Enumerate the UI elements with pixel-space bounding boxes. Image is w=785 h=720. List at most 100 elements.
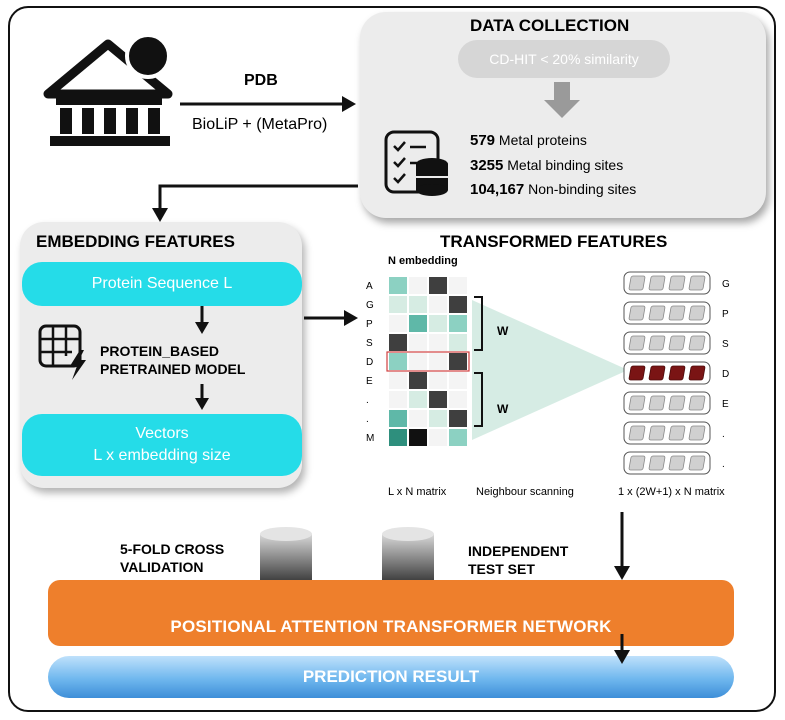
test-set-label: INDEPENDENT TEST SET	[468, 543, 569, 577]
matrix-cell	[409, 372, 427, 389]
output-cell	[628, 395, 646, 411]
output-cell	[688, 425, 706, 441]
output-row	[623, 331, 711, 355]
matrix-cell	[449, 334, 467, 351]
output-cell	[648, 425, 666, 441]
cv-label: 5-FOLD CROSS VALIDATION	[120, 541, 225, 575]
output-caption: 1 x (2W+1) x N matrix	[618, 486, 725, 498]
matrix-cell	[429, 315, 447, 332]
transformed-title: TRANSFORMED FEATURES	[440, 232, 668, 251]
row-label: E	[366, 376, 373, 387]
row-label: A	[366, 281, 373, 292]
output-cell	[628, 335, 646, 351]
output-row	[623, 421, 711, 445]
matrix-cell	[389, 410, 407, 427]
matrix-cell	[449, 277, 467, 294]
matrix-cell	[449, 372, 467, 389]
output-cell	[688, 455, 706, 471]
matrix-cell	[429, 391, 447, 408]
output-row-label: .	[722, 429, 725, 440]
output-cell	[648, 335, 666, 351]
scan-caption: Neighbour scanning	[476, 486, 574, 498]
output-cell	[668, 335, 686, 351]
window-label-bottom: W	[497, 402, 509, 416]
output-cell	[668, 455, 686, 471]
output-cell	[668, 305, 686, 321]
output-cell	[628, 365, 646, 381]
matrix-cell	[389, 353, 407, 370]
output-row-label: .	[722, 459, 725, 470]
output-row-label: S	[722, 339, 729, 350]
output-row-label: P	[722, 309, 729, 320]
row-label: S	[366, 338, 373, 349]
matrix-cell	[429, 372, 447, 389]
output-cell	[628, 305, 646, 321]
matrix-cell	[429, 410, 447, 427]
outer-frame	[8, 6, 776, 712]
matrix-cell	[449, 410, 467, 427]
output-row	[623, 391, 711, 415]
matrix-cell	[429, 277, 447, 294]
pdb-label: PDB	[244, 72, 278, 89]
output-cell	[628, 275, 646, 291]
output-cell	[668, 365, 686, 381]
output-cell	[668, 425, 686, 441]
output-row	[623, 301, 711, 325]
matrix-cell	[389, 296, 407, 313]
matrix-cell	[389, 391, 407, 408]
matrix-cell	[409, 353, 427, 370]
matrix-cell	[409, 391, 427, 408]
output-cell	[648, 275, 666, 291]
cdhit-filter-pill: CD-HIT < 20% similarity	[458, 40, 670, 78]
matrix-cell	[429, 296, 447, 313]
matrix-caption: L x N matrix	[388, 486, 447, 498]
output-cell	[668, 395, 686, 411]
biolip-label: BioLiP + (MetaPro)	[192, 116, 328, 133]
matrix-cell	[409, 429, 427, 446]
embedding-title: EMBEDDING FEATURES	[36, 232, 235, 251]
row-label: P	[366, 319, 373, 330]
row-label: D	[366, 357, 373, 368]
matrix-cell	[449, 296, 467, 313]
matrix-cell	[449, 391, 467, 408]
row-label: G	[366, 300, 374, 311]
matrix-cell	[449, 353, 467, 370]
pretrained-model-label: PROTEIN_BASED PRETRAINED MODEL	[100, 343, 246, 377]
stat-binding-sites: 3255 Metal binding sites	[470, 157, 624, 174]
matrix-cell	[409, 334, 427, 351]
output-cell	[668, 275, 686, 291]
matrix-cell	[389, 372, 407, 389]
stat-metal-proteins: 579 Metal proteins	[470, 132, 587, 149]
window-bracket	[474, 372, 483, 427]
matrix-cell	[449, 429, 467, 446]
matrix-cell	[409, 410, 427, 427]
matrix-cell	[409, 277, 427, 294]
center-row-highlight	[386, 351, 470, 372]
output-cell	[688, 395, 706, 411]
output-row	[623, 271, 711, 295]
output-cell	[628, 455, 646, 471]
output-cell	[688, 365, 706, 381]
output-cell	[688, 305, 706, 321]
transformer-network-box: POSITIONAL ATTENTION TRANSFORMER NETWORK	[48, 580, 734, 646]
output-row-label: E	[722, 399, 729, 410]
matrix-cell	[429, 334, 447, 351]
output-cell	[688, 275, 706, 291]
matrix-cell	[389, 334, 407, 351]
n-embedding-label: N embedding	[388, 255, 458, 267]
matrix-cell	[389, 429, 407, 446]
output-cell	[688, 335, 706, 351]
matrix-cell	[429, 429, 447, 446]
output-cell	[648, 365, 666, 381]
